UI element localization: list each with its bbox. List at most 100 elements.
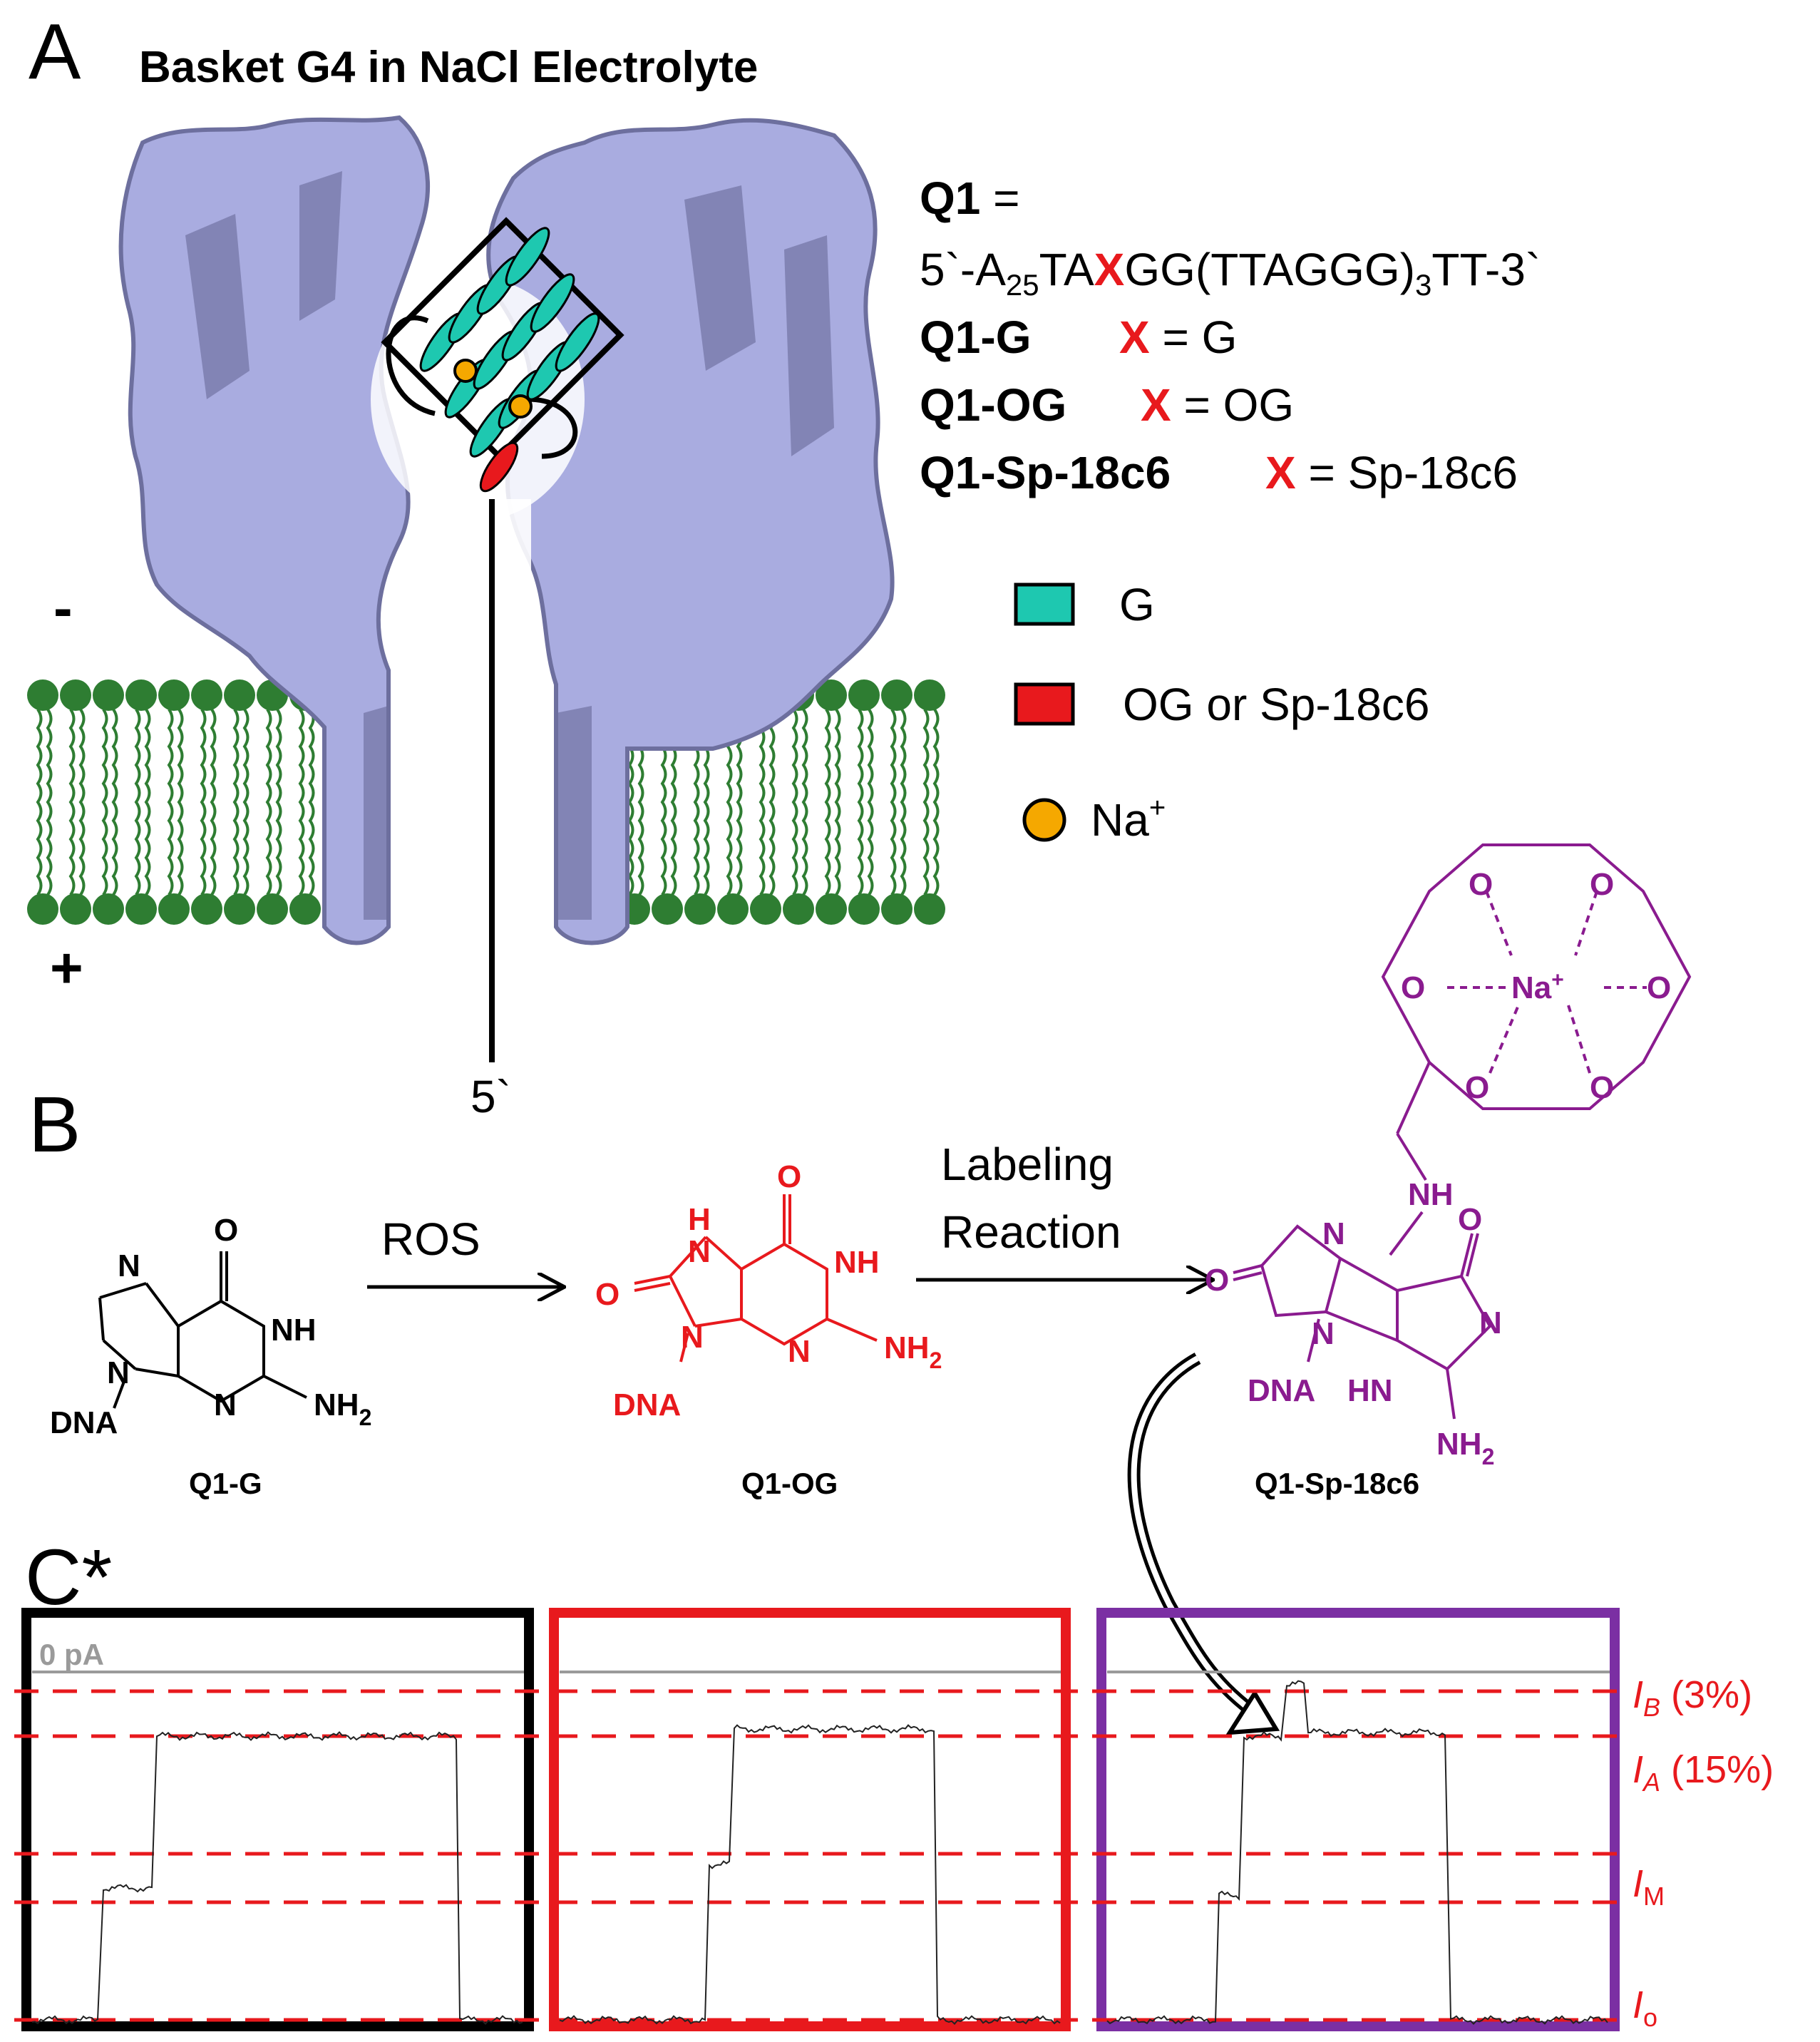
five-prime-label: 5` <box>471 1071 511 1122</box>
lipid-head-bottom <box>652 893 683 925</box>
svg-text:NH: NH <box>834 1245 880 1280</box>
curved-pointer-arrow-inner <box>1131 1355 1264 1721</box>
curved-pointer-arrowhead <box>1225 1689 1280 1735</box>
svg-text:O: O <box>1465 1070 1489 1105</box>
lipid-tail <box>242 708 250 896</box>
lipid-tail <box>177 708 184 896</box>
g-base-stack <box>419 227 600 458</box>
protein-shade-2 <box>299 171 342 321</box>
lipid-head-top <box>881 679 912 711</box>
lipid-tail <box>824 708 831 896</box>
seq-prefix: 5`-A <box>920 244 1006 295</box>
labeling-label-line2: Reaction <box>941 1206 1121 1258</box>
lipid-head-bottom <box>914 893 945 925</box>
curved-pointer-arrow <box>1127 1353 1266 1724</box>
lipid-tail <box>801 708 808 896</box>
seq-end: TT-3` <box>1431 244 1541 295</box>
lipid-head-bottom <box>125 893 157 925</box>
og-structure <box>634 1194 878 1363</box>
svg-text:DNA: DNA <box>613 1387 681 1422</box>
lipid-tail <box>768 708 776 896</box>
svg-text:NH: NH <box>271 1313 317 1348</box>
lipid-head-bottom <box>158 893 190 925</box>
lipid-tail <box>210 708 217 896</box>
lipid-tail <box>857 708 864 896</box>
lipid-tail <box>68 708 76 896</box>
lipid-head-bottom <box>257 893 288 925</box>
svg-text:O: O <box>1469 867 1493 902</box>
current-level-lines <box>14 1689 1625 2022</box>
lipid-head-top <box>224 679 255 711</box>
q1-definition: Q1 = <box>920 173 1020 224</box>
pore-channel <box>424 499 531 941</box>
svg-text:N: N <box>688 1234 711 1269</box>
lipid-tail <box>890 708 897 896</box>
g-base <box>530 273 575 333</box>
svg-text:O: O <box>1647 970 1671 1005</box>
zero-pa-label: 0 pA <box>39 1638 104 1671</box>
legend-label-g: G <box>1119 579 1155 630</box>
svg-text:N: N <box>1322 1216 1345 1251</box>
cis-minus-sign: - <box>53 576 73 640</box>
g4-loop-right <box>527 396 578 459</box>
svg-text:N: N <box>214 1387 237 1422</box>
sp18c6-atoms: O O O O Na+ O O NH N O O N N HN DNA NH2 <box>1205 867 1671 1469</box>
g-quadruplex <box>381 217 624 1062</box>
seq-x: X <box>1094 244 1125 295</box>
lipid-head-bottom <box>783 893 814 925</box>
lipid-head-top <box>816 679 847 711</box>
panel-b-letter: B <box>29 1081 81 1169</box>
svg-text:O: O <box>1401 970 1425 1005</box>
lipid-tail <box>36 708 43 896</box>
seq-sub-3: 3 <box>1415 268 1431 302</box>
lipid-head-top <box>191 679 222 711</box>
svg-text:H: H <box>688 1202 711 1237</box>
panel-a: A Basket G4 in NaCl Electrolyte <box>27 8 1541 1122</box>
lesion-base <box>479 441 519 493</box>
lipid-tail <box>134 708 141 896</box>
protein-shade-3 <box>684 185 756 371</box>
current-trace <box>559 1724 1061 2025</box>
legend-swatch-sodium <box>1022 798 1066 842</box>
lipid-head-bottom <box>717 893 749 925</box>
lipid-head-bottom <box>27 893 58 925</box>
g-base <box>505 227 550 287</box>
seq-sub-25: 25 <box>1006 268 1039 302</box>
ros-label: ROS <box>381 1214 480 1265</box>
trace-frame-q1-og <box>549 1608 1071 2031</box>
svg-text:Na+: Na+ <box>1511 968 1564 1005</box>
q1-equals: = <box>980 173 1019 224</box>
lipid-head-bottom <box>816 893 847 925</box>
current-trace <box>1106 1680 1608 2026</box>
lipid-tail <box>932 708 940 896</box>
lipid-head-bottom <box>684 893 716 925</box>
svg-text:O: O <box>1590 1070 1614 1105</box>
seq-mid: GG(TTAGGG) <box>1124 244 1415 295</box>
protein-shade-1 <box>185 214 250 399</box>
lipid-head-top <box>848 679 880 711</box>
legend-swatch-g <box>1014 583 1075 626</box>
sp18c6-structure <box>1233 843 1692 1420</box>
lipid-tail <box>144 708 151 896</box>
svg-text:NH2: NH2 <box>314 1387 371 1430</box>
protein-shade-5 <box>364 706 389 920</box>
svg-text:NH: NH <box>1408 1177 1454 1212</box>
panel-a-title: Basket G4 in NaCl Electrolyte <box>139 43 758 92</box>
svg-text:N: N <box>118 1248 140 1283</box>
trace-frame-q1-g <box>21 1608 534 2031</box>
lipid-tail <box>867 708 874 896</box>
guanine-structure <box>98 1251 307 1409</box>
svg-text:N: N <box>681 1320 704 1355</box>
lipid-tail <box>791 708 798 896</box>
seq-ta: TA <box>1039 244 1094 295</box>
lipid-tail <box>167 708 174 896</box>
lipid-head-bottom <box>848 893 880 925</box>
lipid-tail <box>200 708 207 896</box>
svg-text:NH2: NH2 <box>884 1330 942 1373</box>
lipid-tail <box>111 708 118 896</box>
level-label-ib: IB (3%) <box>1633 1673 1752 1722</box>
